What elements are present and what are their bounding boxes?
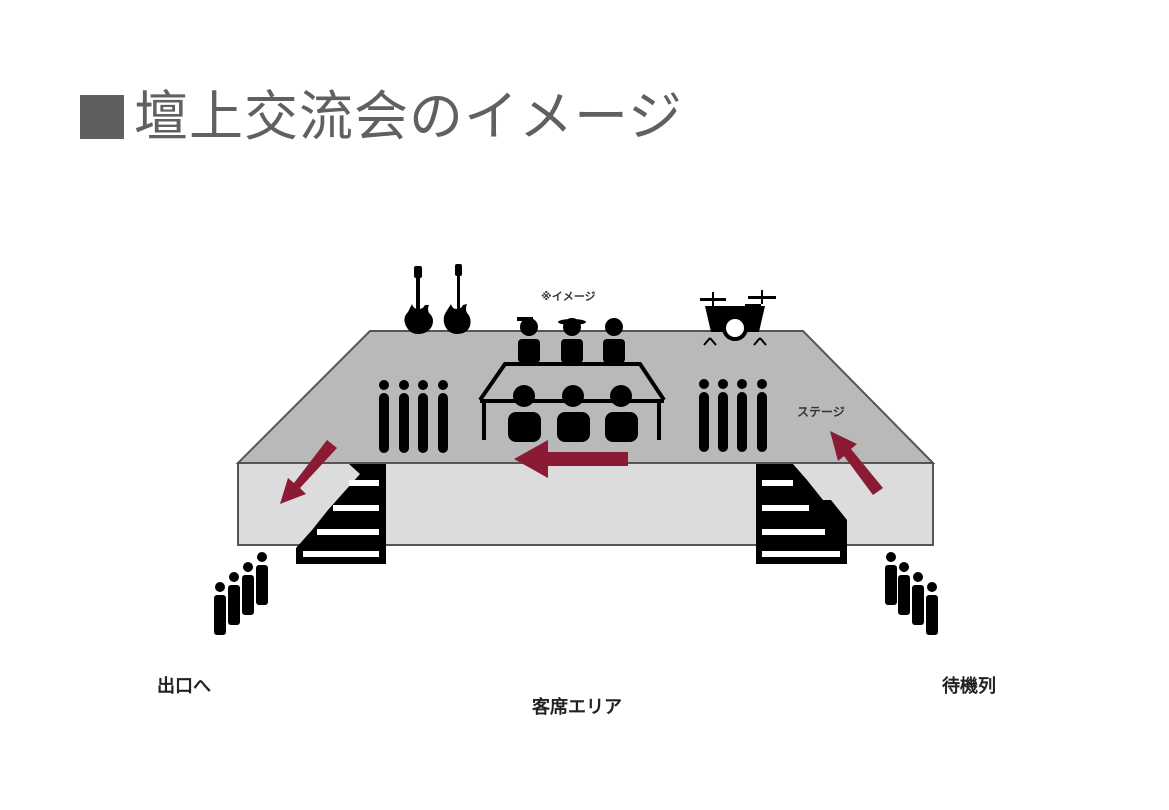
panel-host-icon — [517, 317, 540, 363]
waiting-line-label: 待機列 — [942, 676, 996, 697]
panel-host-icon — [603, 318, 625, 363]
arrow-right-entry — [830, 431, 883, 495]
stage-top — [235, 330, 936, 464]
image-note: ※イメージ — [541, 290, 596, 303]
staircase-icon — [296, 464, 386, 564]
drum-kit-icon — [700, 290, 776, 346]
arrow-left-exit — [280, 440, 337, 504]
audience-area-label: 客席エリア — [532, 697, 622, 718]
title-square-marker — [80, 95, 124, 139]
arrow-center-left — [514, 440, 628, 478]
queue-people-icon — [214, 552, 268, 635]
queue-people-icon — [885, 552, 938, 635]
panel-host-icon — [558, 318, 586, 363]
staircase-icon — [756, 464, 847, 564]
page-title: 壇上交流会のイメージ — [80, 82, 683, 152]
seated-guest-icon — [508, 385, 638, 442]
standing-staff-icon — [379, 380, 448, 453]
guitar-icon — [443, 264, 471, 334]
title-text: 壇上交流会のイメージ — [134, 85, 683, 148]
exit-label: 出口へ — [157, 676, 211, 697]
stage-label: ステージ — [797, 405, 845, 419]
guitar-icon — [404, 266, 433, 334]
standing-staff-icon — [699, 379, 767, 452]
